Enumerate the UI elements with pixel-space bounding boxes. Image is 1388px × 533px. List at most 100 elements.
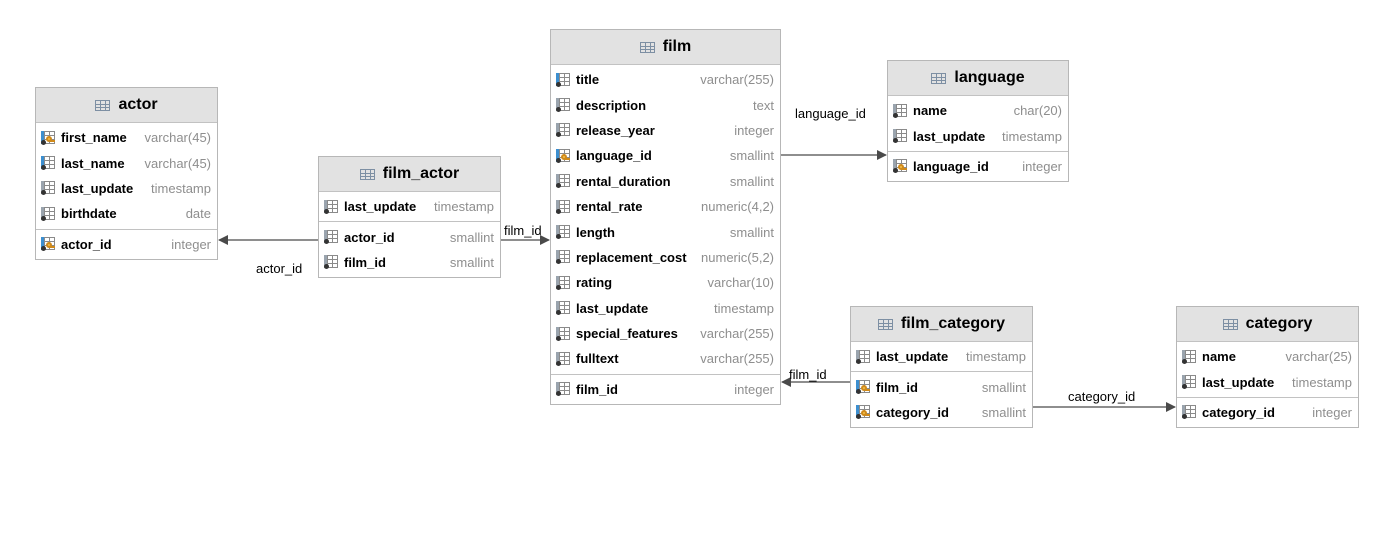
column-type: text [753,97,774,113]
column-row[interactable]: length smallint [551,219,780,244]
column-row[interactable]: last_update timestamp [851,344,1032,369]
column-icon [41,156,55,171]
table-header[interactable]: actor [36,88,217,123]
key-column-icon [41,130,55,145]
column-type: numeric(4,2) [701,199,774,215]
column-type: smallint [449,254,494,270]
column-icon [41,181,55,196]
relation-label-actor-id: actor_id [256,261,303,276]
column-row[interactable]: description text [551,92,780,117]
relation-label-language-id: language_id [795,106,866,121]
column-type: varchar(255) [700,351,774,367]
column-row[interactable]: rental_duration smallint [551,169,780,194]
column-name: film_id [576,381,618,397]
column-icon [556,301,570,316]
column-row[interactable]: replacement_cost numeric(5,2) [551,245,780,270]
column-row[interactable]: special_features varchar(255) [551,321,780,346]
column-type: numeric(5,2) [701,249,774,265]
column-name: last_name [61,155,125,171]
table-header[interactable]: language [888,61,1068,96]
table-header[interactable]: film [551,30,780,65]
column-icon [556,351,570,366]
key-column-icon [856,380,870,395]
relation-label-category-id: category_id [1068,389,1136,404]
table-name: film_category [900,315,1006,332]
column-type: char(20) [1013,103,1062,119]
column-name: category_id [1202,404,1275,420]
column-icon [556,382,570,397]
column-type: smallint [729,224,774,240]
column-name: film_id [876,379,918,395]
column-type: varchar(255) [700,326,774,342]
key-column-icon [893,159,907,174]
column-type: timestamp [966,349,1026,365]
column-icon [556,123,570,138]
column-name: replacement_cost [576,249,687,265]
table-icon [877,318,893,330]
table-film-category[interactable]: film_category last_update timestamp film_id… [850,306,1033,429]
column-row[interactable]: category_id integer [1177,400,1358,425]
column-icon [856,349,870,364]
table-name: language [954,69,1025,86]
column-name: last_update [576,300,649,316]
column-type: varchar(10) [707,275,774,291]
column-name: description [576,97,647,113]
column-icon [1182,375,1196,390]
table-header[interactable]: category [1177,307,1358,342]
column-type: timestamp [1292,374,1352,390]
table-icon [639,41,655,53]
column-icon [324,199,338,214]
column-type: integer [1022,158,1062,174]
column-name: last_update [61,180,134,196]
column-type: integer [1312,404,1352,420]
column-list: last_update timestamp [851,342,1032,371]
column-icon [1182,349,1196,364]
column-type: smallint [729,173,774,189]
column-name: length [576,224,615,240]
column-name: rental_duration [576,173,671,189]
table-icon [95,99,111,111]
column-icon [556,98,570,113]
column-icon [556,174,570,189]
column-name: special_features [576,326,678,342]
table-header[interactable]: film_actor [319,157,500,192]
column-name: last_update [876,349,949,365]
column-icon [556,72,570,87]
column-type: varchar(255) [700,72,774,88]
table-header[interactable]: film_category [851,307,1032,342]
